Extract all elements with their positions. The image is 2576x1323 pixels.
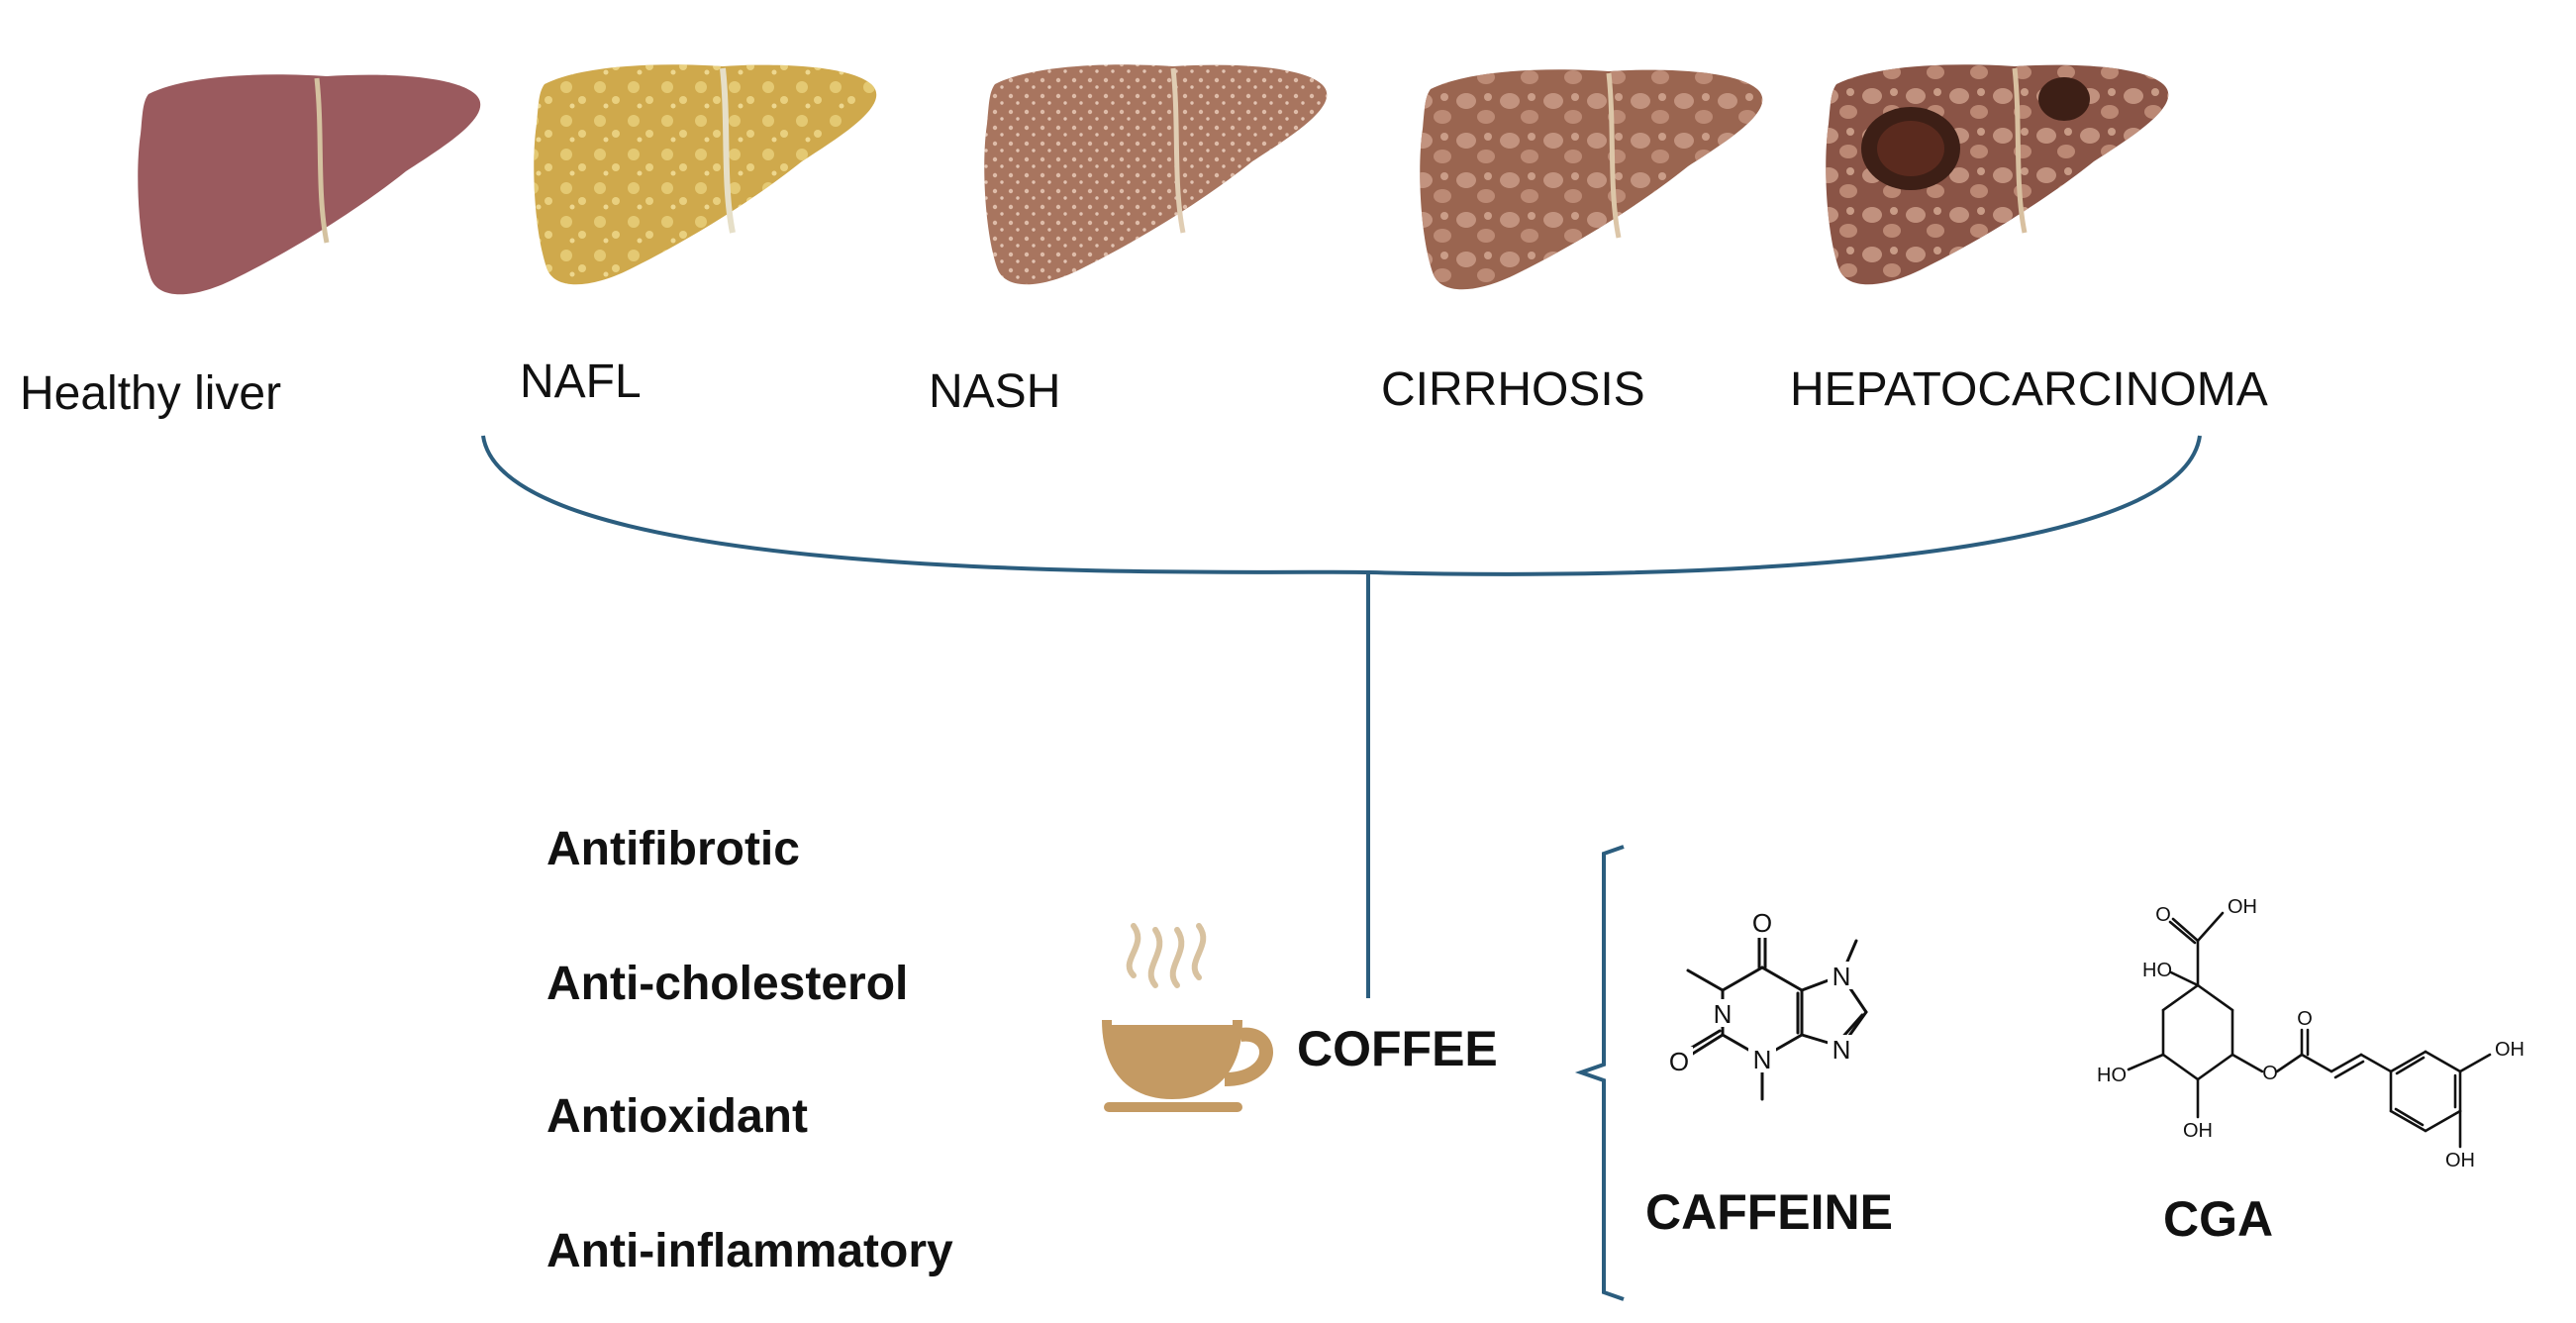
cga-atom-oh-ring1: OH (2495, 1039, 2525, 1061)
caffeine-atom-n9: N (1833, 1035, 1851, 1065)
hepatocarcinoma-liver-image (1826, 64, 2169, 285)
nash-liver-image (984, 64, 1328, 285)
cga-atom-oh-c5: OH (2183, 1120, 2213, 1142)
stage-label-hepatocarcinoma: HEPATOCARCINOMA (1790, 363, 2268, 416)
caffeine-atom-o2: O (1669, 1047, 1689, 1076)
cga-atom-ho-c1: HO (2142, 960, 2172, 981)
coffee-cup-icon (1102, 923, 1273, 1112)
cga-atom-o-acid: O (2155, 904, 2171, 926)
cga-label: CGA (2163, 1191, 2274, 1247)
effect-antifibrotic: Antifibrotic (546, 823, 800, 875)
stage-label-nafl: NAFL (520, 356, 642, 408)
compounds-bracket (1574, 845, 1625, 1301)
stage-label-nash: NASH (929, 365, 1061, 418)
cga-structure: OH O HO HO OH O O OH OH (2097, 896, 2525, 1171)
cga-atom-oh-acid: OH (2228, 896, 2257, 918)
cga-atom-o-carbonyl: O (2297, 1008, 2313, 1030)
cirrhosis-liver-image (1420, 69, 1763, 290)
coffee-label: COFFEE (1297, 1021, 1498, 1076)
caffeine-structure: O O N N N N (1665, 908, 1868, 1101)
healthy-liver-image (138, 74, 481, 295)
effect-anti-inflammatory: Anti-inflammatory (546, 1225, 953, 1277)
cga-atom-ho-c4: HO (2097, 1065, 2127, 1086)
caffeine-atom-n7: N (1833, 962, 1851, 991)
cga-atom-o-ester: O (2262, 1063, 2278, 1084)
effect-antioxidant: Antioxidant (546, 1090, 808, 1143)
caffeine-atom-o1: O (1752, 908, 1772, 938)
nafl-liver-image (534, 64, 877, 285)
liver-stages-illustration (138, 64, 2169, 295)
caffeine-label: CAFFEINE (1645, 1184, 1893, 1240)
caffeine-atom-n3: N (1753, 1045, 1772, 1074)
stages-brace (481, 435, 2202, 576)
effect-anti-cholesterol: Anti-cholesterol (546, 958, 909, 1010)
cga-atom-oh-ring2: OH (2445, 1150, 2475, 1171)
caffeine-atom-n1: N (1714, 999, 1733, 1029)
stage-label-cirrhosis: CIRRHOSIS (1381, 363, 1645, 416)
stage-label-healthy-liver: Healthy liver (20, 367, 282, 420)
